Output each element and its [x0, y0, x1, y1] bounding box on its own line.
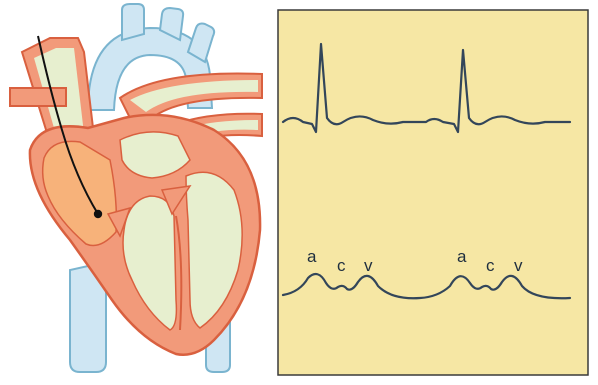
wave-label-a-2: a	[457, 247, 467, 266]
wave-label-v-1: v	[364, 256, 373, 275]
right-atrium	[43, 141, 117, 245]
waveform-panel: a c v a c v	[278, 10, 588, 375]
wave-label-v-2: v	[514, 256, 523, 275]
wave-label-c-1: c	[337, 256, 346, 275]
aortic-branch-1	[122, 4, 144, 40]
wave-label-c-2: c	[486, 256, 495, 275]
panel-background	[278, 10, 588, 375]
heart-illustration	[10, 4, 262, 372]
wave-label-a-1: a	[307, 247, 317, 266]
pulmonary-vein-left	[10, 88, 66, 106]
catheter-tip	[94, 210, 102, 218]
